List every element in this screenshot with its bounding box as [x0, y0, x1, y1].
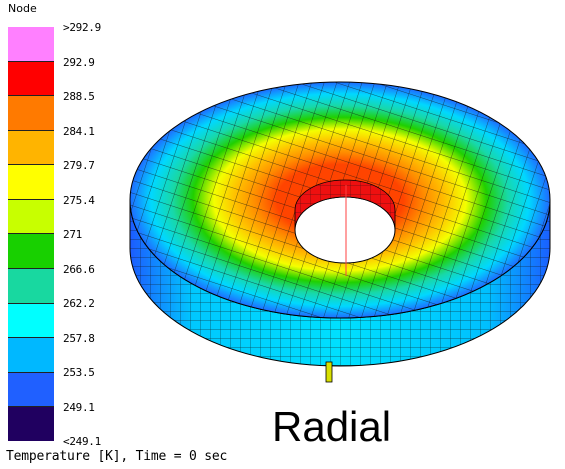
legend-tick-label: 271 — [63, 228, 82, 241]
section-cut-marker — [325, 361, 333, 383]
legend-swatch — [8, 269, 54, 304]
legend-swatch — [8, 130, 54, 166]
legend-tick-label: 288.5 — [63, 90, 95, 103]
legend-tick-label: 253.5 — [63, 366, 95, 379]
legend-swatch — [8, 27, 54, 62]
legend-tick-label: 275.4 — [63, 193, 95, 207]
legend-tick-label: 279.7 — [63, 159, 95, 172]
view-label: Radial — [272, 403, 392, 450]
legend-tick-label: 292.9 — [63, 55, 95, 69]
legend-tick-label: 257.8 — [63, 331, 95, 345]
legend-tick-label: 249.1 — [63, 400, 95, 414]
model-viewport[interactable] — [120, 50, 565, 395]
legend-swatch — [8, 234, 54, 270]
legend-tick-label: 284.1 — [63, 124, 95, 138]
legend-swatch — [8, 303, 54, 339]
legend-swatch — [8, 199, 54, 235]
legend-tick-label: <249.1 — [63, 435, 101, 448]
legend-swatch — [8, 372, 54, 408]
legend-tick-label: 262.2 — [63, 297, 95, 310]
legend-swatch — [8, 407, 54, 441]
color-legend-bar — [8, 27, 54, 441]
legend-swatch — [8, 165, 54, 200]
status-line: Temperature [K], Time = 0 sec — [6, 449, 228, 464]
legend-swatch — [8, 338, 54, 373]
legend-title: Node — [8, 2, 37, 15]
legend-swatch — [8, 61, 54, 97]
legend-swatch — [8, 96, 54, 131]
legend-tick-label: >292.9 — [63, 21, 101, 34]
legend-tick-label: 266.6 — [63, 262, 95, 276]
